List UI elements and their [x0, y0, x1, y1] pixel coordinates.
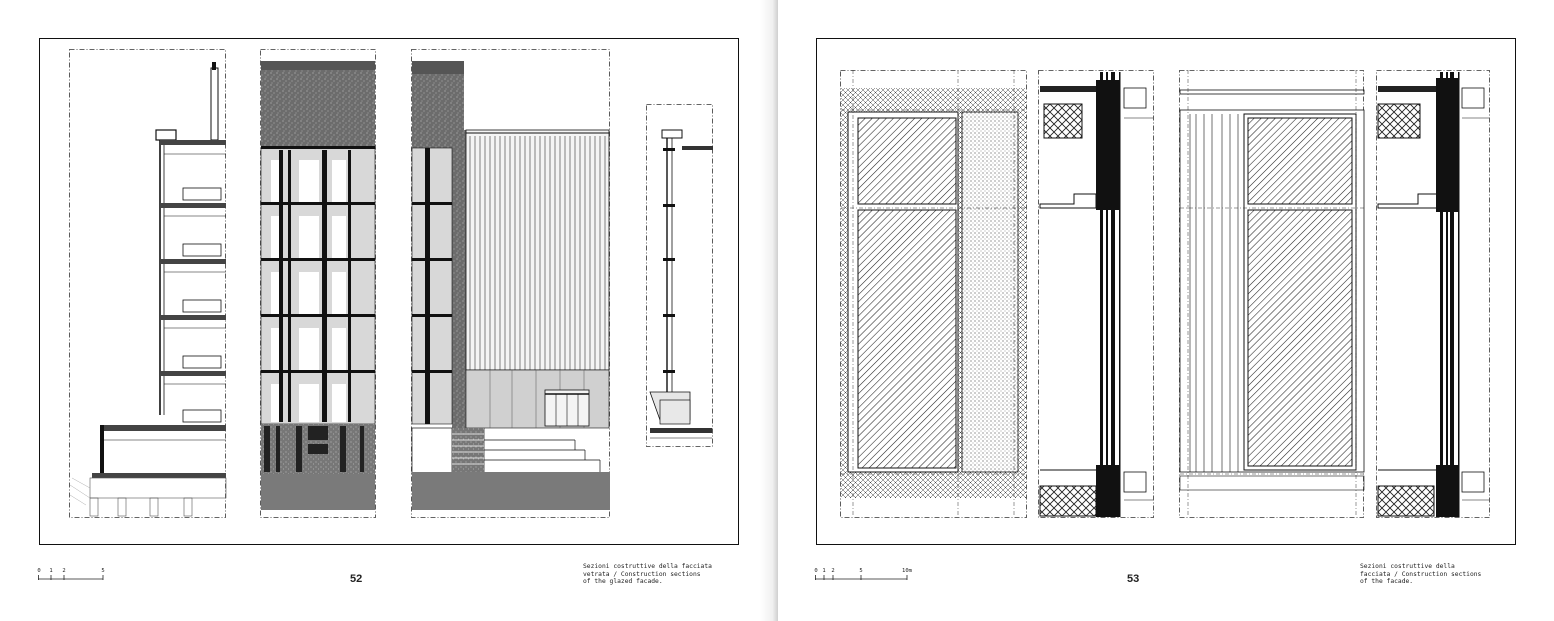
section-detail-b — [1038, 70, 1154, 518]
scale-tick-label: 10m — [902, 568, 912, 574]
scale-tick-label: 2 — [62, 568, 66, 574]
scale-bar-left: 0 1 2 5 — [37, 568, 108, 584]
page-number-left: 52 — [350, 573, 363, 585]
left-page: 0 1 2 5 52 Sezioni costruttive della fac… — [0, 0, 776, 621]
scale-tick-label: 0 — [37, 568, 41, 574]
right-frame — [816, 38, 1516, 545]
caption-right: Sezioni costruttive della facciata / Con… — [1360, 563, 1482, 586]
section-detail-d — [1376, 70, 1490, 518]
scale-tick-label: 5 — [859, 568, 863, 574]
elevation-drawing — [260, 49, 376, 518]
scale-tick-label: 2 — [831, 568, 835, 574]
scale-bar-right: 0 1 2 5 10m — [814, 568, 925, 584]
scale-tick-label: 1 — [49, 568, 53, 574]
caption-left: Sezioni costruttive della facciata vetra… — [583, 563, 712, 586]
scale-bar-right-graphic — [815, 575, 908, 580]
narrow-section-drawing — [646, 104, 713, 447]
scale-tick-label: 1 — [822, 568, 826, 574]
section-drawing — [69, 49, 227, 518]
right-page: 0 1 2 5 10m 53 Sezioni costruttive della… — [778, 0, 1554, 621]
panel-elevation-a — [840, 70, 1027, 518]
left-frame — [39, 38, 739, 545]
wide-elevation-drawing — [411, 49, 610, 518]
scale-bar-left-graphic — [38, 575, 104, 580]
scale-tick-label: 0 — [814, 568, 818, 574]
page-number-right: 53 — [1127, 573, 1140, 585]
right-page-drawings — [816, 38, 1516, 545]
scale-tick-label: 5 — [101, 568, 105, 574]
left-page-drawings — [39, 38, 739, 545]
panel-elevation-c — [1179, 70, 1365, 518]
